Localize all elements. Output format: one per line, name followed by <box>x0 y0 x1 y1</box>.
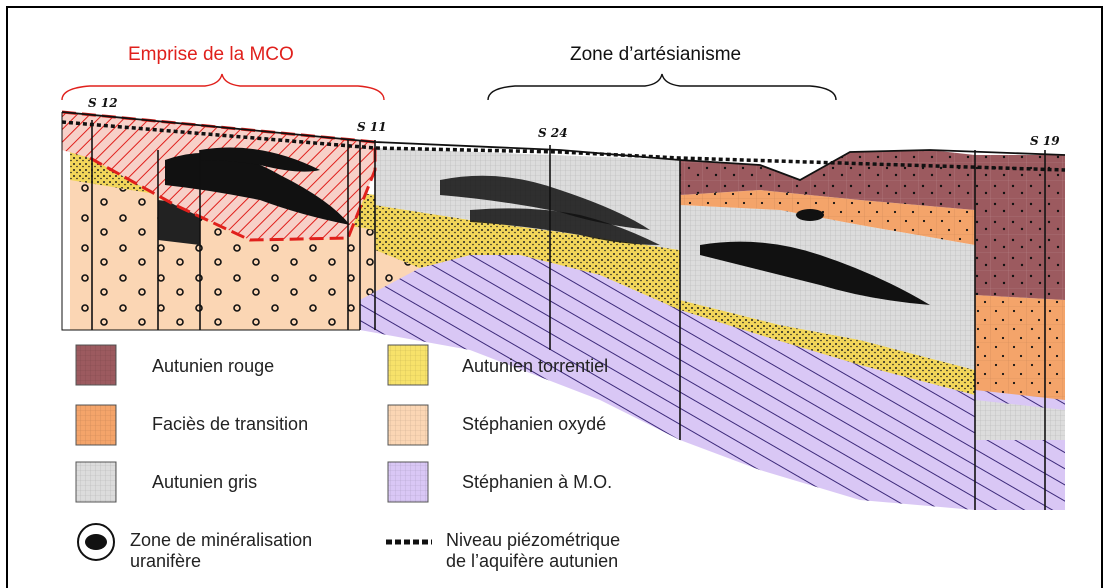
legend-label-autunien-rouge: Autunien rouge <box>152 356 274 377</box>
artesian-brace <box>488 74 836 100</box>
borehole-label: S 12 <box>88 96 118 110</box>
borehole-label: S 11 <box>357 120 387 134</box>
legend-label-autunien-torrentiel: Autunien torrentiel <box>462 356 608 377</box>
borehole-label: S 24 <box>538 126 568 140</box>
borehole-label: S 19 <box>1030 134 1060 148</box>
legend-label-facies-transition: Faciès de transition <box>152 414 308 435</box>
legend-label-stephanien-oxyde: Stéphanien oxydé <box>462 414 606 435</box>
legend-label-autunien-gris: Autunien gris <box>152 472 257 493</box>
legend-label-stephanien-mo: Stéphanien à M.O. <box>462 472 612 493</box>
